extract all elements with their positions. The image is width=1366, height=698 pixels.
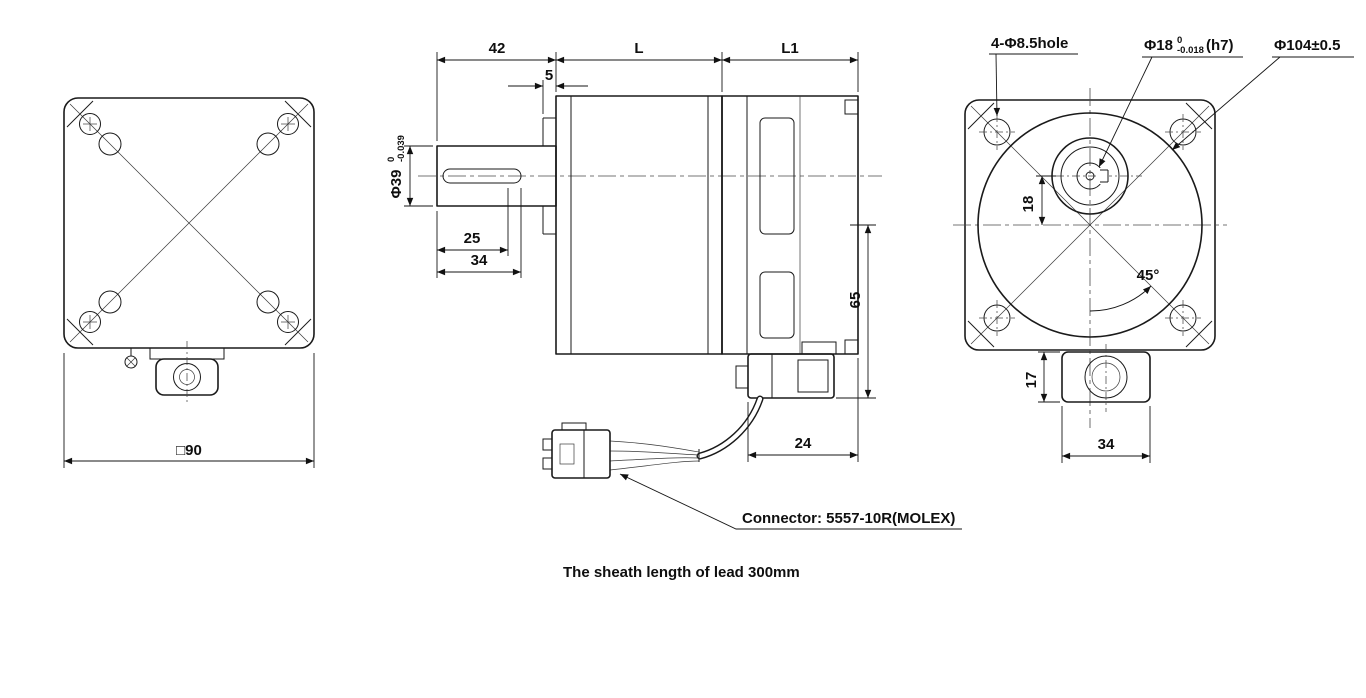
shaft-dia-tol-upper: 0 [1177, 35, 1182, 46]
lead-length-note: The sheath length of lead 300mm [563, 564, 800, 581]
corner-holes-label: 4-Φ8.5hole [991, 35, 1068, 52]
shaft-fit-label: (h7) [1206, 37, 1234, 54]
rear-diagonal-centerlines [69, 103, 309, 343]
pilot-circle [977, 112, 1203, 338]
motor-slot-lower [759, 271, 795, 339]
rear-inner-holes [98, 132, 280, 314]
side-view: 42 L L1 5 Φ39 0 -0.039 [386, 40, 962, 581]
dim-keyway: 25 34 [436, 188, 522, 278]
dim-shaft-offset: 18 [1020, 175, 1056, 225]
molex-plug [542, 422, 611, 479]
side-top-dimensions: 42 L L1 5 [436, 40, 859, 141]
motor-slot-upper [759, 117, 795, 235]
dim-connector-height: 17 [1023, 351, 1060, 403]
dim-phi39-tol-upper: 0 [386, 157, 397, 162]
callout-shaft-diameter: Φ18 0 -0.018 (h7) [1098, 35, 1243, 168]
shaft-keyway [442, 168, 522, 184]
dim-connector-offset: 65 [836, 224, 876, 399]
dim-connector-width-side: 24 [747, 358, 859, 462]
lead-cable [609, 395, 764, 471]
dim-24-label: 24 [795, 435, 812, 452]
callout-corner-holes: 4-Φ8.5hole [989, 35, 1078, 117]
dim-connector-width-front: 34 [1061, 406, 1151, 463]
dim-45-angle: 45° [1089, 267, 1160, 312]
motor-body [721, 95, 859, 355]
connector-note: Connector: 5557-10R(MOLEX) [742, 510, 955, 527]
connector-note-leader [619, 473, 962, 530]
dim-18-label: 18 [1020, 196, 1037, 213]
dim-L1-label: L1 [781, 40, 799, 57]
callout-pilot-diameter: Φ104±0.5 [1171, 37, 1354, 151]
dim-shaft-diameter: Φ39 0 -0.039 [386, 135, 433, 207]
shaft-dia-label: Φ18 [1144, 37, 1173, 54]
dim-42-label: 42 [489, 40, 506, 57]
front-connector [1061, 344, 1151, 412]
gearbox-body [555, 95, 723, 355]
dim-5-label: 5 [545, 67, 553, 84]
dim-65-label: 65 [847, 292, 864, 309]
dim-phi39-tol-lower: -0.039 [396, 135, 407, 162]
pilot-dia-label: Φ104±0.5 [1274, 37, 1340, 54]
motor-connector-side [735, 341, 837, 399]
rear-dim-width: □90 [63, 353, 315, 468]
rear-view: □90 [63, 97, 315, 468]
pilot-boss [542, 117, 556, 235]
dim-34-front-label: 34 [1098, 436, 1115, 453]
dim-L-label: L [634, 40, 643, 57]
dim-25-label: 25 [464, 230, 481, 247]
dim-34-label: 34 [471, 252, 488, 269]
dim-45-label: 45° [1137, 267, 1160, 284]
rear-corner-screws [79, 113, 299, 333]
rear-dim-width-label: □90 [176, 442, 202, 459]
dim-phi39-label: Φ39 [388, 170, 405, 199]
rear-connector [124, 341, 225, 403]
front-corner-holes [979, 114, 1201, 336]
dim-17-label: 17 [1023, 372, 1040, 389]
front-view: 18 45° 17 34 4-Φ8.5hole [953, 35, 1354, 463]
shaft-dia-tol-lower: -0.018 [1177, 45, 1204, 56]
